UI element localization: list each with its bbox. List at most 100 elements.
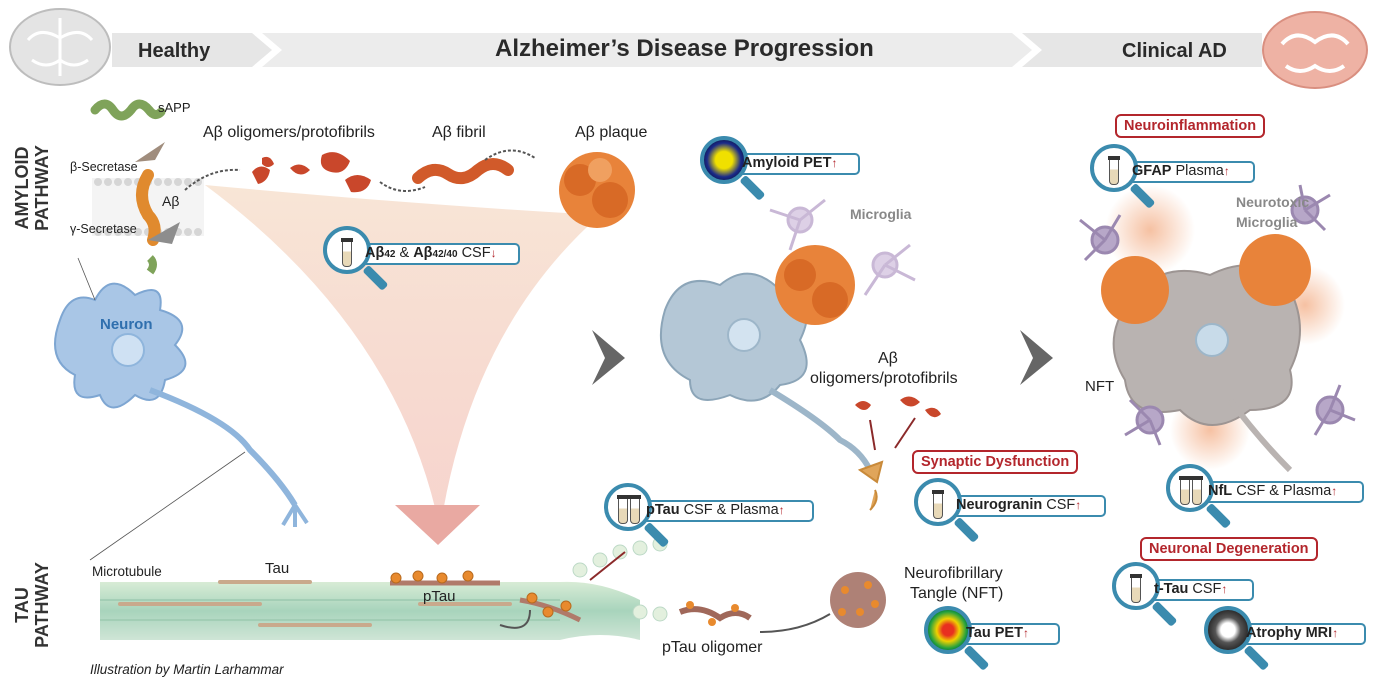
gfap-bold: GFAP (1132, 163, 1172, 179)
tau-pathway-label: TAU PATHWAY (12, 550, 52, 660)
tau-label-line1: TAU (12, 587, 32, 623)
fibril-label: Aβ fibril (432, 124, 486, 141)
biomarker-tau-pet: Tau PET↑ (924, 606, 1060, 671)
magnifier-icon (914, 478, 962, 526)
nft-short-label: NFT (1085, 378, 1115, 395)
beta-secretase-label: β-Secretase (70, 160, 138, 174)
gfap-rest: Plasma (1171, 163, 1224, 179)
tau-label: Tau (265, 560, 290, 577)
gamma-secretase-label: γ-Secretase (70, 222, 137, 236)
ptau-oligomer (678, 601, 752, 626)
biomarker-gfap: GFAP Plasma↑ (1090, 144, 1257, 209)
magnifier-icon (323, 226, 371, 274)
csf-abeta-bold2: Aβ (413, 245, 433, 261)
magnifier-icon (1112, 562, 1160, 610)
nfl-bold: NfL (1208, 483, 1233, 499)
csf-abeta-sub1: 42 (384, 249, 396, 260)
nft-tangle (830, 572, 886, 628)
up-arrow-icon: ↑ (778, 503, 785, 517)
amyloid-pet-text: Amyloid PET (742, 155, 832, 171)
magnifier-icon (924, 606, 972, 654)
progression-banner (112, 33, 1262, 67)
tau-label-line2: PATHWAY (32, 562, 52, 648)
microtubule-callout-line (89, 451, 246, 561)
neurotoxic-label: Neurotoxic (1236, 194, 1310, 210)
synaptic-dysfunction-box: Synaptic Dysfunction (912, 450, 1079, 474)
arrow-oligomer-nft (759, 613, 831, 633)
microtubule-label: Microtubule (92, 564, 162, 579)
neuron-label: Neuron (100, 316, 153, 333)
oligomers-label: Aβ oligomers/protofibrils (203, 124, 375, 141)
abeta-fibril (412, 158, 514, 185)
tau-pet-text: Tau PET (966, 625, 1023, 641)
sapp-label: sAPP (158, 100, 191, 115)
microglia-cells (769, 198, 916, 296)
ptau-bold: pTau (646, 502, 680, 518)
ad-neuron-cluster (1101, 185, 1345, 473)
amyloid-cascade-cone (205, 185, 600, 530)
neurotoxic-microglia (1079, 184, 1356, 446)
abeta-fragment (136, 169, 161, 246)
magnifier-icon (700, 136, 748, 184)
magnifier-icon (1204, 606, 1252, 654)
amyloid-label-line1: AMYLOID (12, 146, 32, 230)
up-arrow-icon: ↑ (1332, 626, 1339, 640)
ptau-rest: CSF & Plasma (679, 502, 779, 518)
neurogranin-rest: CSF (1042, 497, 1076, 513)
ad-brain-icon (1262, 11, 1368, 89)
abeta-plaque (559, 152, 635, 228)
up-arrow-icon: ↑ (1221, 582, 1228, 596)
down-arrow-icon: ↓ (490, 246, 497, 260)
healthy-neuron (54, 282, 309, 527)
header-title: Alzheimer’s Disease Progression (495, 35, 874, 62)
healthy-brain-icon (9, 8, 111, 86)
biomarker-csf-abeta: Aβ42 & Aβ42/40 CSF↓ (323, 226, 525, 291)
ttau-bold: t-Tau (1154, 581, 1189, 597)
magnifier-icon (1166, 464, 1214, 512)
arrow-ptau-biomarker (589, 551, 626, 581)
atrophy-mri-text: Atrophy MRI (1246, 625, 1333, 641)
up-arrow-icon: ↑ (831, 156, 838, 170)
nfl-rest: CSF & Plasma (1232, 483, 1332, 499)
plaque-label: Aβ plaque (575, 124, 648, 141)
abeta-label: Aβ (162, 193, 180, 209)
biomarker-ttau: t-Tau CSF↑ (1112, 562, 1254, 627)
neuroinflammation-box: Neuroinflammation (1115, 114, 1266, 138)
arrow-ptau-oligomer (499, 609, 531, 629)
csf-abeta-amp: & (395, 245, 414, 261)
up-arrow-icon: ↑ (1022, 626, 1029, 640)
biomarker-nfl: NfL CSF & Plasma↑ (1166, 464, 1366, 529)
up-arrow-icon: ↑ (1331, 484, 1338, 498)
header-healthy: Healthy (138, 40, 211, 62)
chevron-2 (1020, 330, 1053, 385)
biomarker-neurogranin: Neurogranin CSF↑ (914, 478, 1106, 543)
magnifier-icon (604, 483, 652, 531)
middle-plaque (775, 245, 855, 325)
ttau-rest: CSF (1188, 581, 1222, 597)
beta-secretase-enzyme (135, 142, 165, 162)
up-arrow-icon: ↑ (1223, 164, 1230, 178)
biomarker-amyloid-pet: Amyloid PET↑ (700, 136, 862, 201)
csf-abeta-bold1: Aβ (365, 245, 385, 261)
up-arrow-icon: ↑ (1075, 498, 1082, 512)
chevron-1 (592, 330, 625, 385)
microglia-label: Microglia (850, 206, 912, 222)
neurotoxic-microglia-label: Microglia (1236, 214, 1298, 230)
nft-label-line1: Neurofibrillary (904, 565, 1003, 582)
csf-abeta-rest: CSF (457, 245, 491, 261)
tau-strands (118, 580, 512, 627)
biomarker-ptau: pTau CSF & Plasma↑ (604, 483, 816, 548)
arrow-abeta-oligomers (184, 168, 241, 191)
ptau-oligomer-label: pTau oligomer (662, 639, 763, 656)
sapp-protein (90, 99, 166, 121)
microtubule (100, 536, 668, 640)
ptau-label: pTau (423, 588, 456, 605)
down-arrow (395, 505, 480, 545)
credit-label: Illustration by Martin Larhammar (90, 662, 284, 677)
middle-neuron (659, 272, 873, 472)
nft-label-line2: Tangle (NFT) (910, 585, 1004, 602)
biomarker-atrophy-mri: Atrophy MRI↑ (1204, 606, 1368, 671)
gamma-secretase-enzyme (148, 222, 180, 244)
